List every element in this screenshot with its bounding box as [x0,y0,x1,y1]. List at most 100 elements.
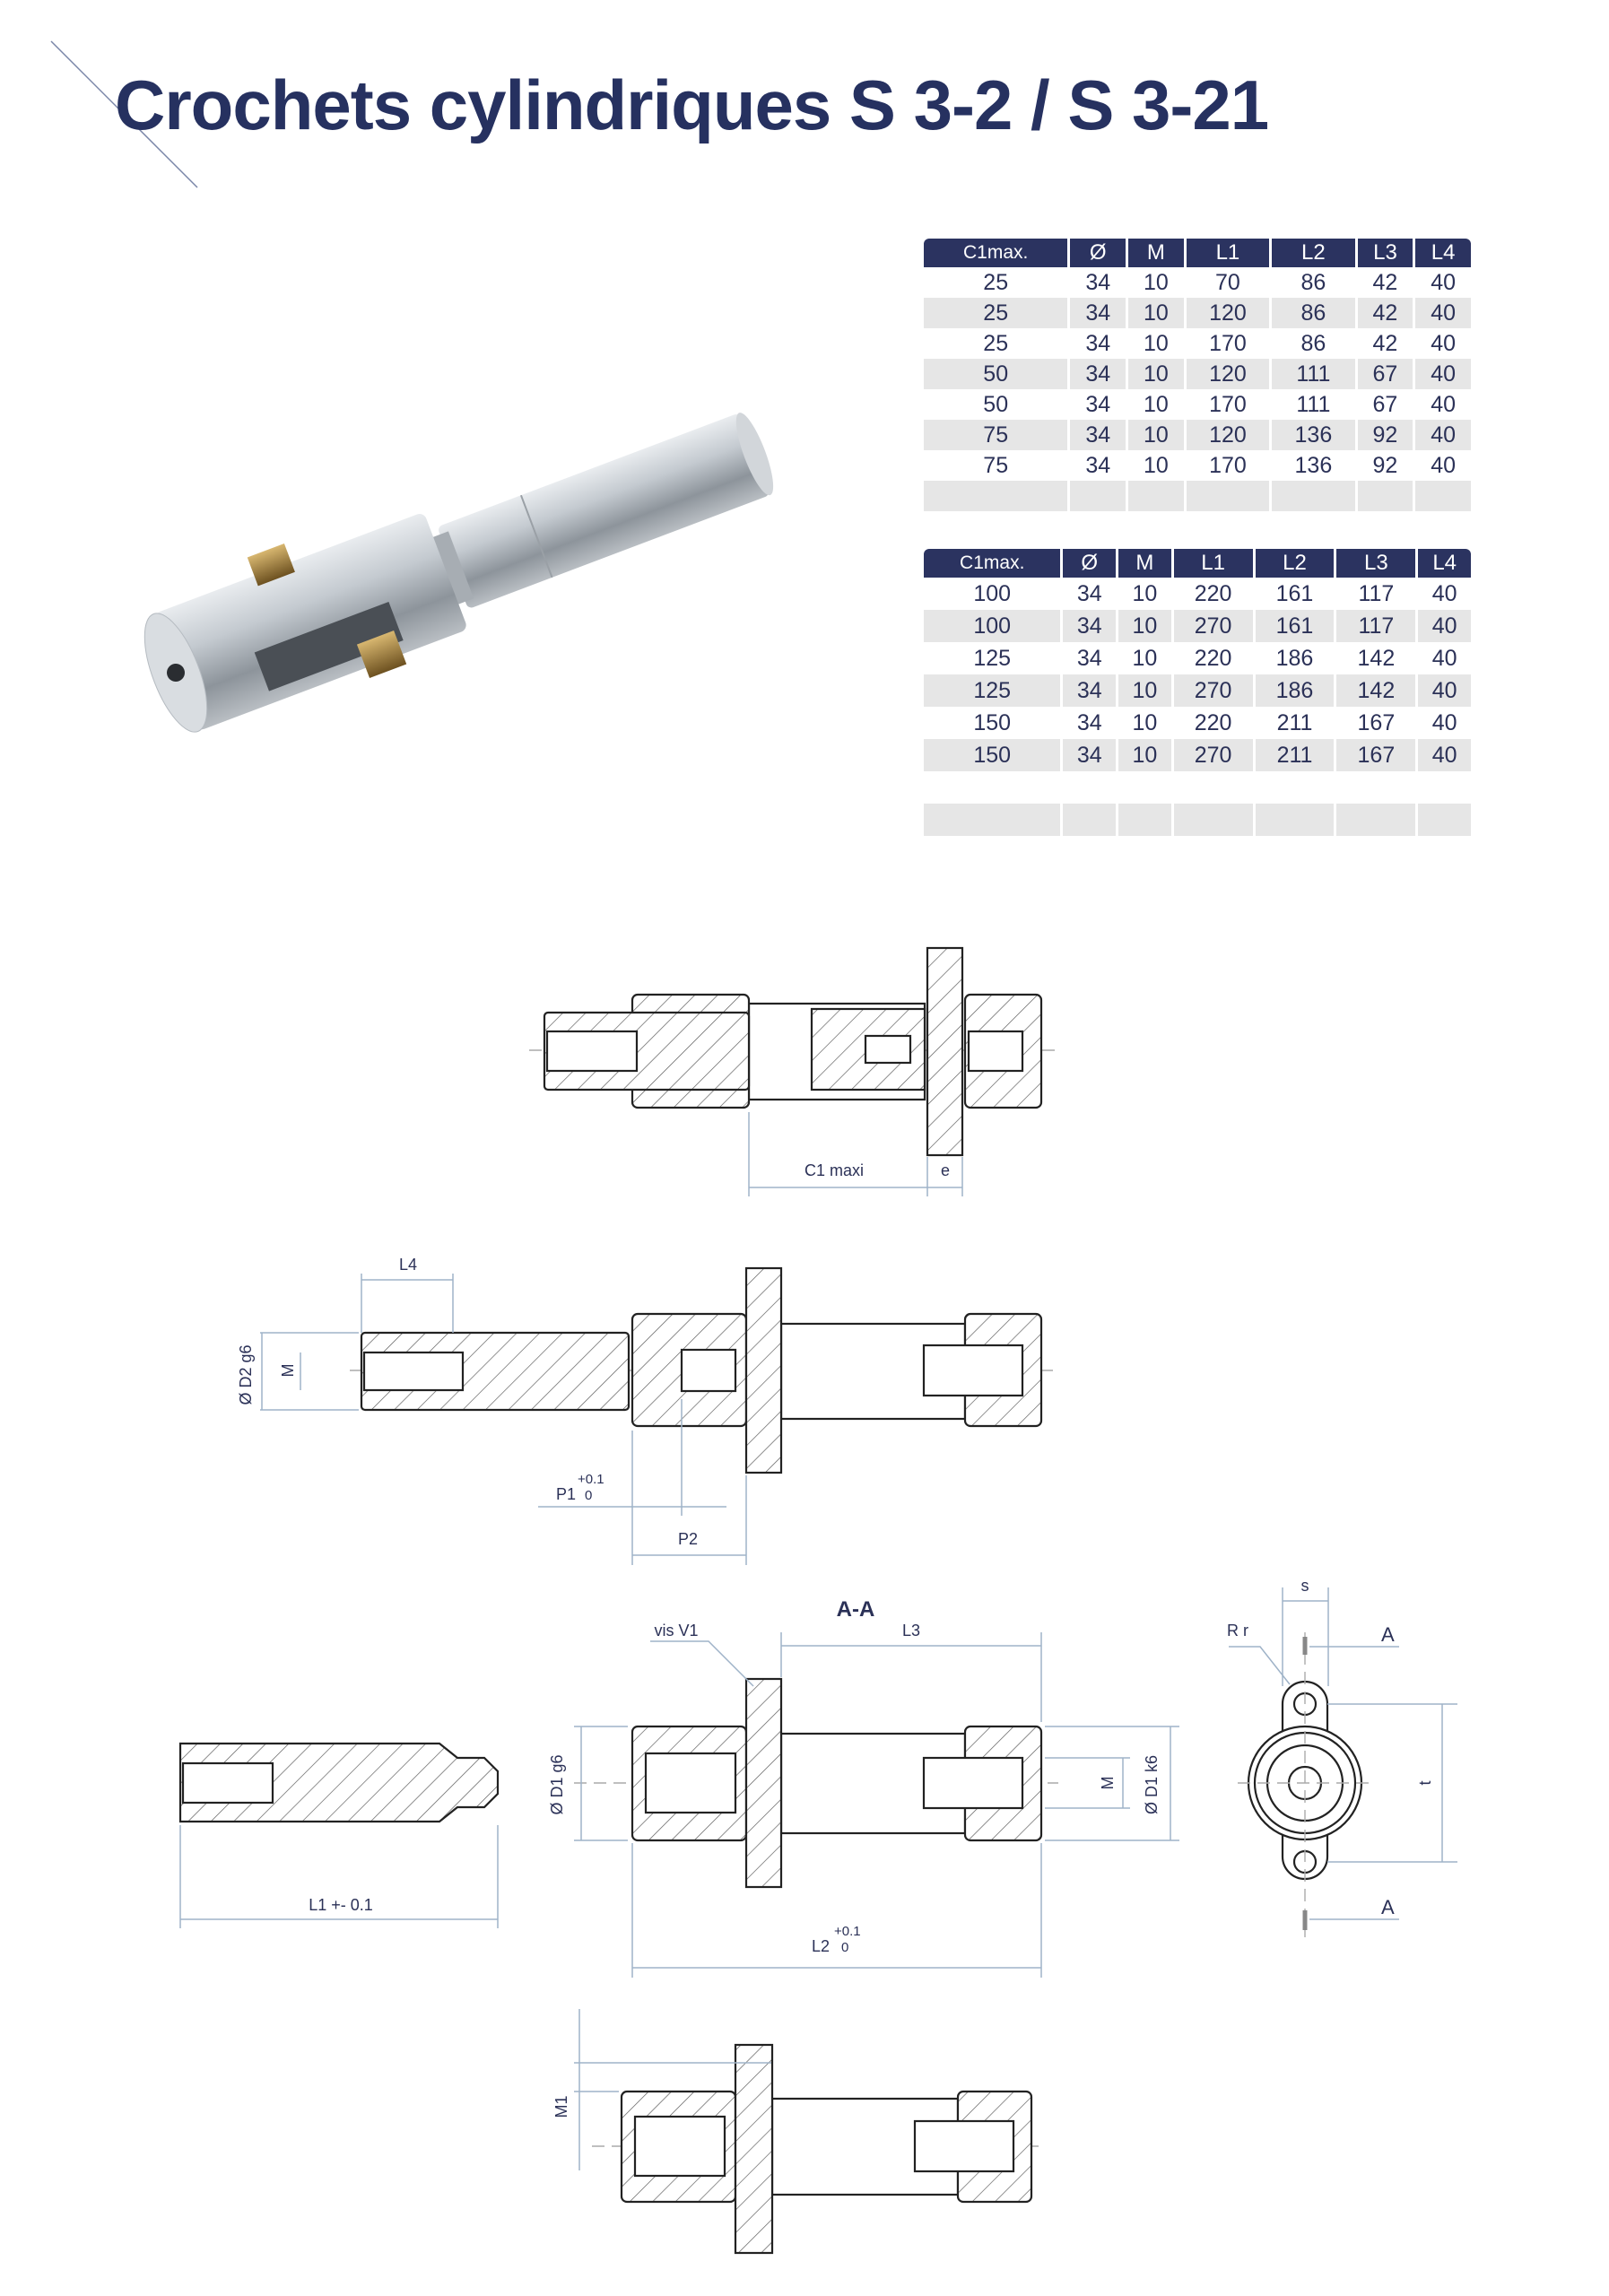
table-cell: 117 [1358,580,1395,606]
table-cell: 92 [1357,420,1413,450]
table-cell: 150 [973,709,1012,735]
drawing-hook-part: L1 +- 0.1 [178,1742,500,1928]
table-cell: 42 [1372,269,1398,295]
table-spacer [924,771,1471,804]
product-image [144,413,774,733]
label-e: e [941,1161,950,1179]
table-cell: 270 [1173,739,1253,771]
table-cell: 186 [1275,645,1314,671]
table-cell: 111 [1296,391,1331,417]
table-cell: 40 [1431,709,1457,735]
table-cell [1272,481,1355,511]
table-cell: 34 [1085,330,1111,356]
column-header: L2 [1272,239,1355,267]
table-cell: 220 [1194,709,1232,735]
table-cell: 150 [924,739,1061,771]
table-cell: 40 [1431,580,1457,606]
decorative-diagonal-line [50,40,198,188]
table-cell: 40 [1415,359,1471,389]
table-cell: 10 [1132,580,1158,606]
table-cell [924,481,1068,511]
column-header: L4 [1418,549,1471,578]
label-c1-maxi: C1 maxi [804,1161,864,1179]
table-cell: 34 [1070,298,1126,328]
column-header: M [1118,549,1171,578]
table-cell: 40 [1431,330,1457,356]
column-header: L1 [1186,239,1270,267]
table-cell: 34 [1085,269,1111,295]
table-cell: 70 [1215,269,1240,295]
table-cell: 86 [1272,298,1355,328]
table-cell: 42 [1372,330,1398,356]
label-d1-g6: Ø D1 g6 [548,1754,566,1814]
table-cell [1063,804,1117,836]
table-cell: 125 [924,674,1061,707]
table-cell: 167 [1357,709,1396,735]
table-cell: 40 [1418,739,1471,771]
table-cell: 170 [1209,452,1247,478]
table-cell: 270 [1173,610,1253,642]
table-cell: 34 [1063,739,1117,771]
label-a-top: A [1381,1623,1395,1646]
drawing-assembly-bottom: M1 [552,2009,1045,2255]
label-d1-k6: Ø D1 k6 [1143,1755,1161,1814]
label-l4: L4 [399,1256,417,1274]
table-cell: 92 [1372,452,1398,478]
table-cell: 34 [1070,359,1126,389]
table-cell: 50 [983,391,1009,417]
table-cell: 86 [1300,330,1326,356]
table-cell [1255,804,1335,836]
table-cell [1357,481,1413,511]
table-cell [1118,771,1171,804]
label-p1-tol-lower: 0 [585,1488,592,1503]
table-cell [1256,771,1335,804]
column-header: L1 [1173,549,1253,578]
label-r: R r [1227,1622,1248,1639]
table-cell: 42 [1357,298,1413,328]
table-cell: 220 [1194,580,1232,606]
table-cell: 120 [1186,359,1270,389]
column-header: M [1128,239,1184,267]
table-cell: 211 [1255,739,1335,771]
table-cell: 10 [1143,452,1169,478]
table-cell [924,771,1060,804]
table-cell: 170 [1209,330,1247,356]
table-row-empty [924,804,1471,836]
column-header: C1max. [924,549,1061,578]
table-cell: 10 [1128,420,1184,450]
table-cell: 100 [924,610,1061,642]
table-cell: 142 [1357,645,1396,671]
label-d2-g6: Ø D2 g6 [237,1344,255,1405]
table-cell: 10 [1128,359,1184,389]
table-cell: 161 [1275,580,1314,606]
table-cell [1336,771,1415,804]
table-cell: 111 [1272,359,1355,389]
label-t: t [1416,1780,1434,1785]
table-cell [1418,771,1471,804]
table-cell [1418,804,1471,836]
column-header: L3 [1336,549,1416,578]
table-cell: 25 [924,298,1068,328]
table-cell: 10 [1118,674,1171,707]
table-cell [1186,481,1270,511]
table-cell: 270 [1173,674,1253,707]
table-cell: 34 [1076,580,1102,606]
column-header: L4 [1415,239,1471,267]
table-cell: 75 [983,452,1009,478]
table-cell: 40 [1431,269,1457,295]
table-cell: 10 [1132,709,1158,735]
table-cell [1336,804,1416,836]
table-cell: 75 [924,420,1068,450]
table-cell: 40 [1415,420,1471,450]
label-p2: P2 [678,1530,698,1548]
